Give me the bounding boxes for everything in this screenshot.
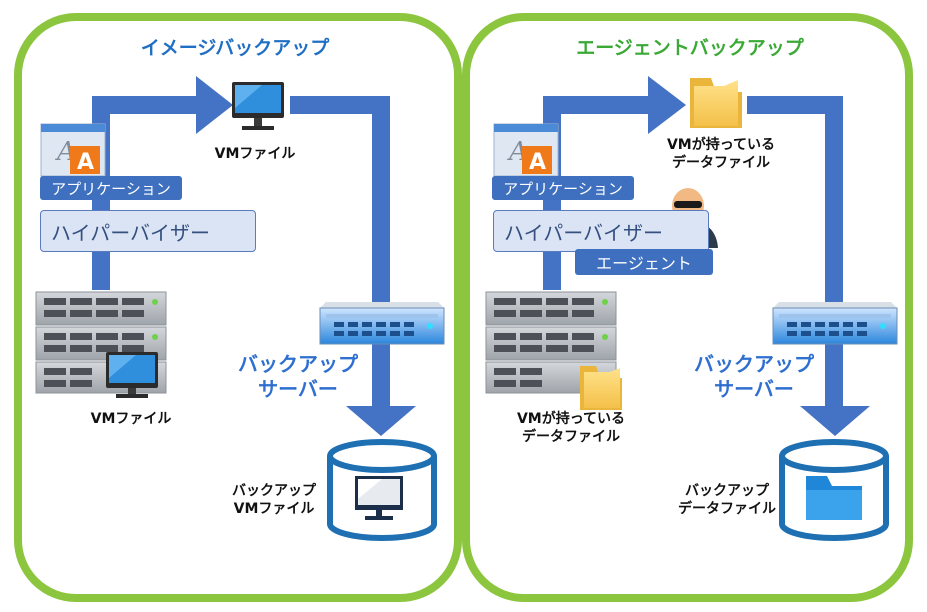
vm-data-label-top-line2: データファイル (672, 155, 770, 171)
vm-data-label-host-line2: データファイル (522, 429, 620, 445)
backup-store-label-line1: バックアップ (232, 483, 316, 499)
vm-file-label-host: VMファイル (90, 411, 172, 427)
backup-store-label-line2: VMファイル (233, 501, 315, 517)
backup-server-label-line1: バックアップ (238, 352, 358, 376)
hypervisor-box: ハイパーバイザー (40, 210, 256, 252)
monitor-icon (232, 82, 284, 130)
svg-text:A: A (529, 150, 546, 175)
backup-server-label: バックアップ サーバー (688, 352, 820, 402)
vm-data-label-top: VMが持っている データファイル (656, 136, 786, 172)
backup-store-label-line1: バックアップ (685, 483, 769, 499)
backup-server-icon (319, 302, 445, 345)
database-icon (327, 439, 437, 541)
vm-data-label-top-line1: VMが持っている (666, 137, 776, 153)
agent-label: エージェント (575, 249, 713, 275)
backup-server-label: バックアップ サーバー (232, 352, 364, 402)
vm-data-label-host: VMが持っている データファイル (506, 410, 636, 446)
folder-icon (690, 78, 742, 128)
hypervisor-box: ハイパーバイザー (493, 210, 709, 252)
backup-store-label: バックアップ VMファイル (224, 482, 324, 518)
vm-data-label-host-line1: VMが持っている (516, 411, 626, 427)
monitor-icon (106, 352, 158, 398)
application-label: アプリケーション (40, 176, 182, 200)
backup-store-label-line2: データファイル (678, 501, 776, 517)
backup-server-label-line2: サーバー (714, 377, 794, 401)
svg-text:A: A (77, 150, 94, 175)
folder-icon (580, 366, 622, 410)
left-panel-title: イメージバックアップ (140, 37, 330, 59)
backup-server-label-line2: サーバー (258, 377, 338, 401)
app-window-icon: A A (493, 123, 559, 177)
database-icon (779, 439, 889, 541)
backup-server-label-line1: バックアップ (694, 352, 814, 376)
vm-file-label-top: VMファイル (214, 146, 296, 162)
backup-server-icon (772, 302, 898, 345)
right-panel-title: エージェントバックアップ (576, 37, 804, 59)
application-label: アプリケーション (492, 176, 634, 200)
backup-store-label: バックアップ データファイル (672, 482, 782, 518)
app-window-icon: A A (40, 123, 106, 177)
